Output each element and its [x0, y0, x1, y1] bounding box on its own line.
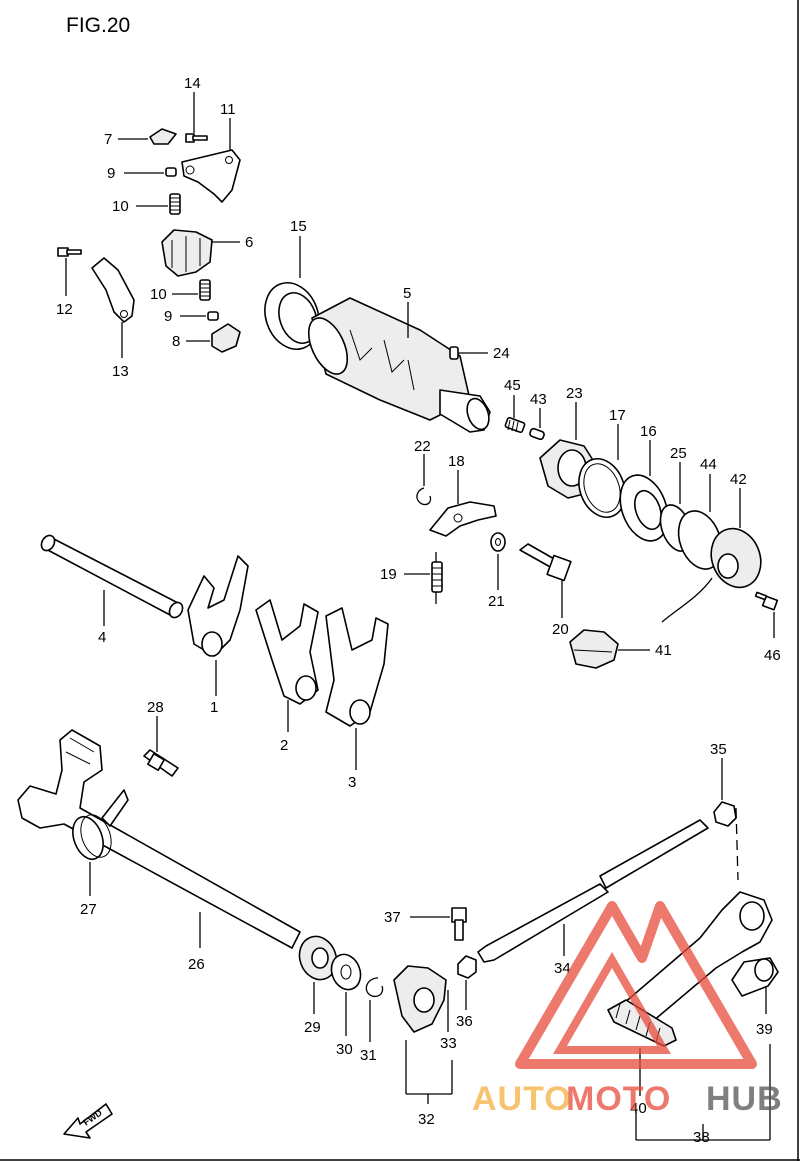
part-12-screw [57, 247, 82, 257]
part-2-shift-fork [255, 599, 319, 705]
part-39-bolt [754, 958, 774, 982]
part-9-pin-top [165, 167, 177, 177]
part-10-spring-top [169, 193, 181, 215]
part-41-cap [569, 629, 619, 669]
label-25: 25 [670, 445, 687, 462]
label-16: 16 [640, 423, 657, 440]
part-35-nut [713, 801, 737, 827]
part-15-bearing [264, 282, 320, 350]
part-13-stopper-arm [91, 257, 135, 323]
part-5-shift-drum [307, 297, 491, 433]
fwd-direction-arrow-icon: FWD [63, 1103, 113, 1139]
part-21-washer [490, 532, 506, 552]
watermark-auto: AUTO [472, 1080, 572, 1118]
part-27-spring [72, 814, 112, 861]
part-10-spring-mid [199, 279, 211, 301]
label-44: 44 [700, 456, 717, 473]
label-27: 27 [80, 901, 97, 918]
part-11-stopper-plate [181, 149, 241, 203]
label-21: 21 [488, 593, 505, 610]
part-26-gearshift-shaft [17, 729, 301, 949]
label-40: 40 [630, 1100, 647, 1117]
label-13: 13 [112, 363, 129, 380]
label-5: 5 [403, 285, 411, 302]
label-45: 45 [504, 377, 521, 394]
part-14-bolt [185, 133, 208, 143]
label-14: 14 [184, 75, 201, 92]
label-43: 43 [530, 391, 547, 408]
label-35: 35 [710, 741, 727, 758]
label-4: 4 [98, 629, 106, 646]
label-37: 37 [384, 909, 401, 926]
part-45-spring [504, 416, 526, 434]
label-1: 1 [210, 699, 218, 716]
label-32: 32 [418, 1111, 435, 1128]
part-28-bolt [143, 749, 179, 777]
label-7: 7 [104, 131, 112, 148]
label-18: 18 [448, 453, 465, 470]
part-36-nut [457, 955, 477, 979]
label-46: 46 [764, 647, 781, 664]
label-23: 23 [566, 385, 583, 402]
figure-title: FIG.20 [66, 14, 130, 37]
part-1-shift-fork [187, 555, 249, 657]
part-7-cover [149, 128, 177, 145]
part-19-spring [431, 552, 443, 604]
label-22: 22 [414, 438, 431, 455]
part-22-clip [416, 487, 432, 506]
part-43-pin [529, 427, 545, 441]
part-42-gear-position-switch [661, 527, 762, 623]
part-46-screw [754, 591, 779, 611]
part-4-fork-shaft [40, 534, 184, 619]
watermark-moto: MOTO [566, 1080, 671, 1118]
part-8-roller [211, 323, 241, 353]
label-20: 20 [552, 621, 569, 638]
part-18-cam-stopper [429, 501, 497, 537]
part-17-circlip [578, 458, 626, 518]
label-41: 41 [655, 642, 672, 659]
label-15: 15 [290, 218, 307, 235]
label-30: 30 [336, 1041, 353, 1058]
label-3: 3 [348, 774, 356, 791]
label-36: 36 [456, 1013, 473, 1030]
watermark-hub: HUB [706, 1080, 783, 1118]
label-12: 12 [56, 301, 73, 318]
label-2: 2 [280, 737, 288, 754]
label-6: 6 [245, 234, 253, 251]
label-42: 42 [730, 471, 747, 488]
part-24-pin [449, 346, 459, 360]
label-28: 28 [147, 699, 164, 716]
label-31: 31 [360, 1047, 377, 1064]
watermark-logo: AUTO MOTO HUB [472, 901, 783, 1118]
label-10-top: 10 [112, 198, 129, 215]
part-34-shift-rod [477, 819, 709, 963]
part-37-bolt [451, 907, 467, 941]
label-9-mid: 9 [164, 308, 172, 325]
label-8: 8 [172, 333, 180, 350]
label-24: 24 [493, 345, 510, 362]
part-16-bearing [619, 474, 669, 542]
label-38: 38 [693, 1129, 710, 1146]
label-11: 11 [220, 101, 236, 118]
label-9-top: 9 [107, 165, 115, 182]
part-33-shift-lever [393, 965, 447, 1033]
part-29-oil-seal [298, 935, 338, 981]
part-3-shift-fork [325, 607, 389, 727]
part-30-washer [330, 953, 362, 991]
label-17: 17 [609, 407, 626, 424]
label-10-mid: 10 [150, 286, 167, 303]
label-29: 29 [304, 1019, 321, 1036]
label-34: 34 [554, 960, 571, 977]
part-9-pin-mid [207, 311, 219, 321]
part-31-circlip [365, 977, 384, 998]
label-33: 33 [440, 1035, 457, 1052]
label-26: 26 [188, 956, 205, 973]
label-19: 19 [380, 566, 397, 583]
part-6-stopper-cam [161, 229, 213, 277]
label-39: 39 [756, 1021, 773, 1038]
part-20-bolt [519, 543, 572, 582]
